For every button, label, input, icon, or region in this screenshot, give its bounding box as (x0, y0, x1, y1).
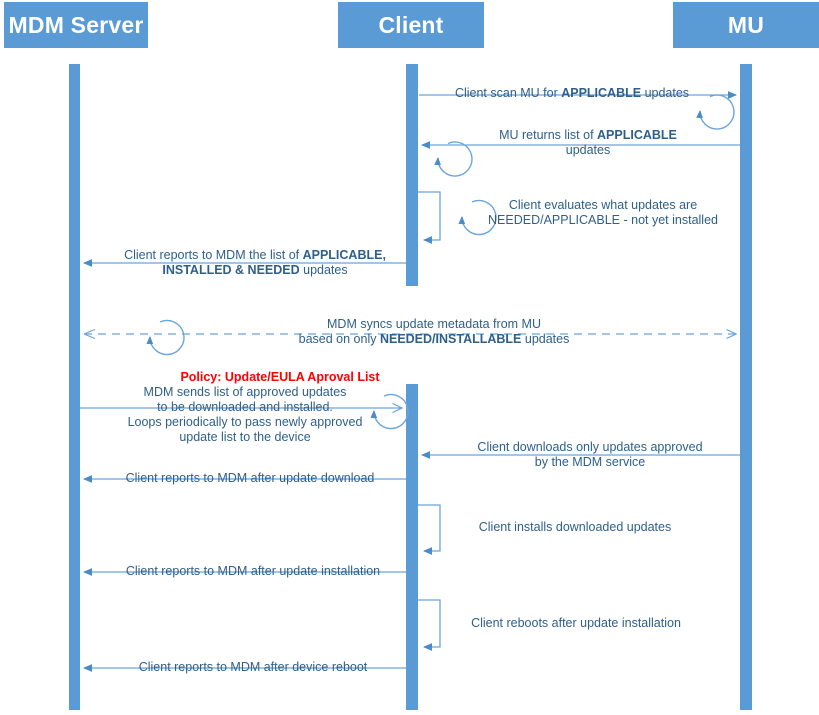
self-loop-icon (434, 141, 473, 177)
self-message-client-installs (418, 504, 441, 555)
message-label-client-reports-list: Client reports to MDM the list of APPLIC… (124, 248, 386, 277)
message-arrow-mu-returns-list (421, 141, 740, 177)
self-message-client-evaluates (418, 191, 497, 244)
message-label-report-after-installation: Client reports to MDM after update insta… (125, 564, 381, 578)
message-label-report-after-reboot: Client reports to MDM after device reboo… (138, 660, 368, 674)
lifeline-mu (740, 64, 752, 710)
self-message-client-reboots (418, 599, 441, 651)
lifeline-client (406, 64, 418, 710)
participant-header-client[interactable]: Client (338, 2, 484, 48)
participant-header-mdm-server[interactable]: MDM Server (4, 2, 148, 48)
message-arrow-client-scan-mu (419, 91, 737, 130)
self-loop-icon (458, 199, 497, 236)
participant-label-client: Client (378, 11, 444, 38)
participant-label-mdm-server: MDM Server (8, 11, 144, 38)
message-label-client-reboots: Client reboots after update installation (471, 616, 681, 630)
self-loop-icon (146, 319, 185, 356)
message-dashed-mdm-syncs-mu (83, 319, 736, 356)
participant-label-mu: MU (727, 11, 765, 38)
message-arrow-mdm-sends-approved-list (80, 393, 409, 430)
message-label-client-scan-mu: Client scan MU for APPLICABLE updates (454, 86, 690, 100)
participant-header-mu[interactable]: MU (673, 2, 819, 48)
lifeline-mdm-server (69, 64, 80, 710)
message-label-client-installs: Client installs downloaded updates (478, 520, 672, 534)
message-label-policy-approval-list: Policy: Update/EULA Aproval List (180, 370, 380, 384)
self-loop-icon (370, 393, 409, 430)
self-loop-icon (696, 94, 735, 130)
message-label-report-after-download: Client reports to MDM after update downl… (125, 471, 375, 485)
